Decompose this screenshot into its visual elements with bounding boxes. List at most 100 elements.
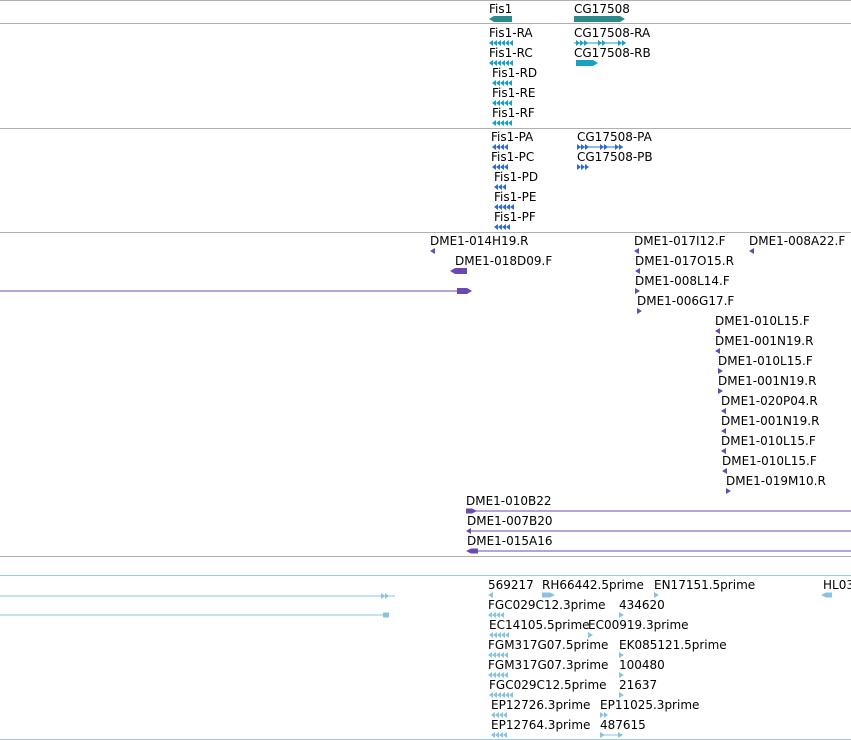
est-glyph[interactable]: [491, 732, 507, 738]
est-label[interactable]: EK085121.5prime: [619, 638, 727, 652]
bac-end-glyph[interactable]: [635, 288, 640, 294]
est-glyph[interactable]: [619, 672, 624, 678]
bac-end-label[interactable]: DME1-018D09.F: [455, 254, 552, 268]
est-glyph[interactable]: [654, 592, 659, 598]
est-label[interactable]: 100480: [619, 658, 665, 672]
transcript-label[interactable]: Fis1-RA: [489, 26, 533, 40]
bac-end-label[interactable]: DME1-010L15.F: [718, 354, 813, 368]
bac-end-glyph[interactable]: [718, 388, 723, 394]
est-glyph[interactable]: [488, 672, 508, 678]
est-label[interactable]: EC14105.5prime: [489, 618, 590, 632]
protein-label[interactable]: Fis1-PD: [494, 170, 538, 184]
protein-label[interactable]: Fis1-PF: [494, 210, 536, 224]
transcript-fis1-rf-glyph[interactable]: [492, 120, 512, 126]
est-label[interactable]: FGC029C12.3prime: [488, 598, 606, 612]
protein-label[interactable]: CG17508-PB: [577, 150, 653, 164]
est-glyph[interactable]: [618, 732, 623, 738]
bac-end-label[interactable]: DME1-001N19.R: [715, 334, 813, 348]
est-glyph[interactable]: [600, 732, 605, 738]
est-glyph[interactable]: [488, 652, 508, 658]
protein-fis1-pe-glyph[interactable]: [494, 204, 514, 210]
gene-label-cg17508[interactable]: CG17508: [574, 2, 630, 16]
bac-end-label[interactable]: DME1-001N19.R: [718, 374, 816, 388]
est-label[interactable]: 569217: [488, 578, 534, 592]
transcript-label[interactable]: Fis1-RE: [492, 86, 536, 100]
est-glyph[interactable]: [489, 692, 513, 698]
transcript-label[interactable]: CG17508-RB: [574, 46, 651, 60]
gene-cg17508-arrow-right-icon[interactable]: [574, 16, 625, 22]
transcript-cg17508-rb-glyph[interactable]: [576, 60, 598, 66]
bac-clone-end-glyph[interactable]: [466, 528, 471, 534]
est-label[interactable]: EC00919.3prime: [588, 618, 689, 632]
gene-label-fis1[interactable]: Fis1: [489, 2, 512, 16]
bac-end-glyph[interactable]: [430, 248, 435, 254]
protein-cg17508-pa-glyph[interactable]: [577, 144, 589, 150]
bac-end-label[interactable]: DME1-008L14.F: [635, 274, 730, 288]
est-label[interactable]: 434620: [619, 598, 665, 612]
protein-label[interactable]: Fis1-PC: [491, 150, 534, 164]
bac-end-glyph[interactable]: [726, 488, 731, 494]
bac-clone-end-glyph[interactable]: [466, 548, 478, 554]
transcript-label[interactable]: Fis1-RF: [492, 106, 535, 120]
transcript-label[interactable]: Fis1-RD: [492, 66, 537, 80]
protein-fis1-pa-glyph[interactable]: [492, 144, 508, 150]
bac-end-label[interactable]: DME1-006G17.F: [637, 294, 734, 308]
est-glyph[interactable]: [619, 652, 624, 658]
bac-end-label[interactable]: DME1-020P04.R: [721, 394, 818, 408]
bac-end-glyph[interactable]: [637, 308, 642, 314]
est-label[interactable]: EN17151.5prime: [654, 578, 755, 592]
protein-fis1-pc-glyph[interactable]: [492, 164, 508, 170]
bac-end-label[interactable]: DME1-010L15.F: [715, 314, 810, 328]
transcript-label[interactable]: Fis1-RC: [489, 46, 533, 60]
bac-end-label[interactable]: DME1-010L15.F: [722, 454, 817, 468]
bac-end-label[interactable]: DME1-017I12.F: [634, 234, 726, 248]
bac-end-glyph[interactable]: [721, 408, 726, 414]
bac-end-label[interactable]: DME1-008A22.F: [749, 234, 845, 248]
est-label[interactable]: EP12726.3prime: [491, 698, 590, 712]
transcript-fis1-rd-glyph[interactable]: [492, 80, 512, 86]
est-glyph[interactable]: [619, 692, 624, 698]
bac-end-glyph[interactable]: [715, 328, 720, 334]
bac-end-label[interactable]: DME1-010L15.F: [721, 434, 816, 448]
transcript-cg17508-ra-glyph[interactable]: [598, 40, 606, 46]
protein-fis1-pd-glyph[interactable]: [494, 184, 506, 190]
est-label[interactable]: 487615: [600, 718, 646, 732]
transcript-fis1-re-glyph[interactable]: [492, 100, 512, 106]
protein-label[interactable]: CG17508-PA: [577, 130, 653, 144]
protein-cg17508-pa-glyph[interactable]: [600, 144, 608, 150]
bac-end-label[interactable]: DME1-019M10.R: [726, 474, 826, 488]
transcript-fis1-ra-glyph[interactable]: [489, 40, 513, 46]
bac-end-glyph[interactable]: [715, 348, 720, 354]
est-label[interactable]: 21637: [619, 678, 657, 692]
est-glyph[interactable]: [588, 632, 593, 638]
transcript-fis1-rc-glyph[interactable]: [489, 60, 513, 66]
est-label[interactable]: FGM317G07.3prime: [488, 658, 608, 672]
bac-end-glyph[interactable]: [722, 468, 727, 474]
est-glyph[interactable]: [619, 612, 624, 618]
est-label[interactable]: HL03: [823, 578, 851, 592]
est-glyph[interactable]: [488, 592, 493, 598]
gene-fis1-arrow-left-icon[interactable]: [489, 16, 512, 22]
transcript-label[interactable]: CG17508-RA: [574, 26, 651, 40]
bac-clone-label[interactable]: DME1-015A16: [467, 534, 553, 548]
est-glyph[interactable]: [600, 712, 608, 718]
bac-end-glyph[interactable]: [749, 248, 754, 254]
est-end-glyph[interactable]: [383, 612, 389, 618]
bac-clone-label[interactable]: DME1-010B22: [466, 494, 552, 508]
est-glyph[interactable]: [491, 712, 507, 718]
est-label[interactable]: EP11025.3prime: [600, 698, 699, 712]
bac-clone-label[interactable]: DME1-007B20: [467, 514, 553, 528]
protein-cg17508-pb-glyph[interactable]: [577, 164, 589, 170]
bac-end-glyph[interactable]: [718, 368, 723, 374]
bac-end-glyph[interactable]: [635, 268, 640, 274]
bac-end-label[interactable]: DME1-001N19.R: [721, 414, 819, 428]
est-label[interactable]: EP12764.3prime: [491, 718, 590, 732]
est-glyph[interactable]: [821, 592, 832, 598]
est-end-glyph[interactable]: [381, 593, 389, 599]
est-label[interactable]: RH66442.5prime: [542, 578, 644, 592]
bac-end-label[interactable]: DME1-014H19.R: [430, 234, 529, 248]
protein-cg17508-pa-glyph[interactable]: [615, 144, 623, 150]
bac-clone-end-glyph[interactable]: [457, 288, 472, 294]
est-glyph[interactable]: [489, 632, 509, 638]
bac-end-glyph[interactable]: [450, 268, 467, 274]
